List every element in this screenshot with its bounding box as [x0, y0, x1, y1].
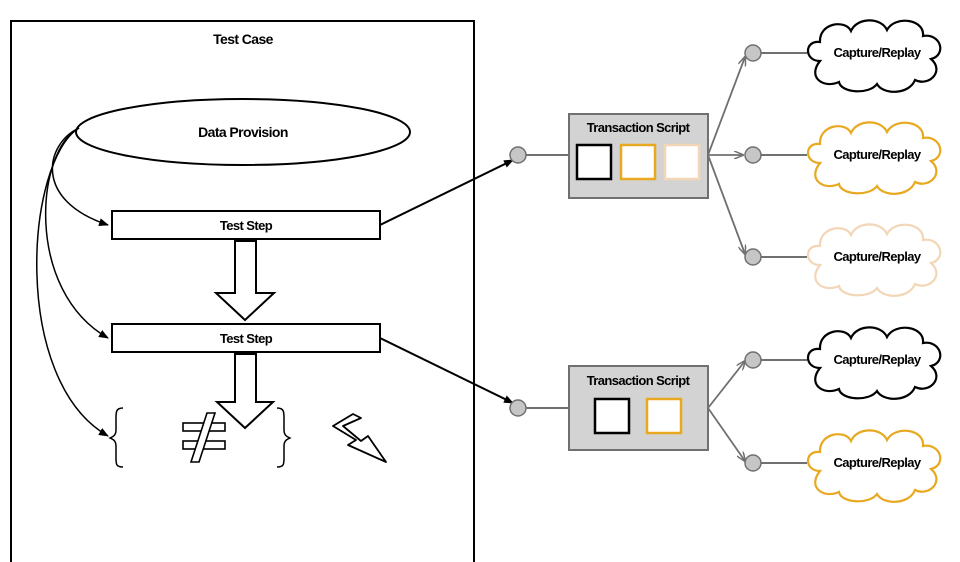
capture-replay-2-label: Capture/Replay: [834, 147, 922, 162]
capture-replay-3: Capture/Replay: [744, 223, 942, 297]
test-case-title: Test Case: [213, 31, 274, 47]
capture-replay-4: Capture/Replay: [744, 326, 942, 400]
lightning-icon: [332, 413, 387, 463]
provision-arrow-step1: [51, 127, 109, 226]
script-1-port: [509, 146, 527, 164]
left-brace: [108, 407, 124, 468]
capture-replay-2: Capture/Replay: [744, 121, 942, 195]
script-2-port: [509, 399, 527, 417]
provision-arrow-assert: [36, 127, 109, 437]
not-equal-icon: [182, 412, 226, 463]
capture-replay-1-label: Capture/Replay: [834, 45, 922, 60]
data-provision-label: Data Provision: [198, 124, 288, 140]
transaction-script-2: Transaction Script: [568, 365, 709, 451]
script-1-fanout-1: [707, 57, 745, 156]
script-1-slot-2: [619, 143, 657, 181]
capture-replay-4-label: Capture/Replay: [834, 352, 922, 367]
capture-replay-5-label: Capture/Replay: [834, 455, 922, 470]
test-step-2-label: Test Step: [220, 331, 273, 346]
step1-to-script1-arrow: [379, 159, 514, 226]
script-2-fanout-1: [707, 361, 745, 409]
test-step-2-box: [111, 323, 381, 353]
script-1-fanout-3: [707, 154, 745, 254]
step2-to-script2-arrow: [379, 337, 514, 404]
transaction-script-2-label: Transaction Script: [587, 373, 691, 388]
capture-replay-3-label: Capture/Replay: [834, 249, 922, 264]
script-1-slot-3: [663, 143, 701, 181]
capture-replay-1: Capture/Replay: [744, 19, 942, 93]
flow-arrow-1: [213, 240, 277, 322]
script-2-slot-2: [645, 397, 683, 435]
capture-replay-5: Capture/Replay: [744, 429, 942, 503]
script-2-slot-1: [593, 397, 631, 435]
script-2-fanout-2: [707, 407, 745, 461]
test-step-1-label: Test Step: [220, 218, 273, 233]
data-provision-ellipse: [75, 98, 411, 166]
transaction-script-1: Transaction Script: [568, 113, 709, 199]
transaction-script-1-label: Transaction Script: [587, 120, 691, 135]
right-brace: [276, 407, 292, 468]
flow-arrow-2: [214, 353, 276, 430]
script-1-slot-1: [575, 143, 613, 181]
